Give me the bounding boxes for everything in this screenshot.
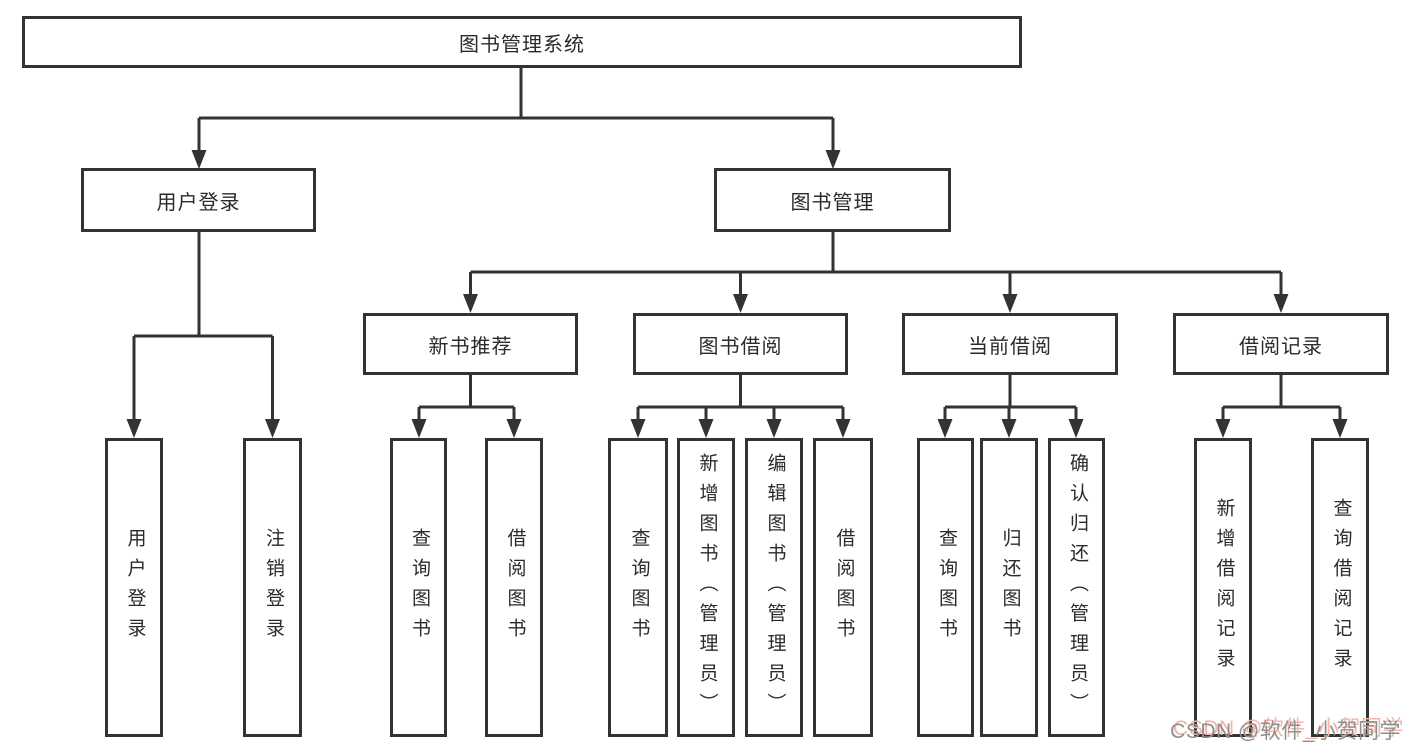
node-label: 新书推荐 [428,335,513,358]
node-leaf-query-book-2: 查询图书 [608,438,668,737]
node-leaf-borrow-book-2: 借阅图书 [813,438,873,737]
node-leaf-borrow-book-1: 借阅图书 [485,438,543,737]
node-book-borrowing: 图书借阅 [633,313,848,375]
node-leaf-return-book: 归还图书 [980,438,1038,737]
node-label: 借阅图书 [504,527,526,648]
node-label: 确认归还（管理员） [1066,452,1088,723]
node-label: 图书管理 [790,191,875,214]
node-leaf-logout: 注销登录 [243,438,302,737]
node-label: 查询图书 [628,527,650,648]
node-label: 新增借阅记录 [1213,497,1235,678]
node-new-book-recommend: 新书推荐 [363,313,578,375]
node-leaf-user-login: 用户登录 [105,438,163,737]
connector-path [132,68,1342,421]
node-label: 编辑图书（管理员） [764,452,786,723]
node-book-management: 图书管理 [714,168,951,232]
arrowheads [126,150,1348,438]
node-label: 用户登录 [124,527,146,648]
node-leaf-edit-book-admin: 编辑图书（管理员） [745,438,803,737]
node-label: 借阅图书 [833,527,855,648]
node-leaf-query-book-1: 查询图书 [390,438,447,737]
node-current-borrowing: 当前借阅 [902,313,1118,375]
node-leaf-query-borrow-record: 查询借阅记录 [1311,438,1369,737]
node-leaf-confirm-return-admin: 确认归还（管理员） [1048,438,1105,737]
watermark: CSDN @软件_小贺同学 [1170,720,1401,743]
node-label: 图书管理系统 [459,33,585,56]
node-leaf-add-borrow-record: 新增借阅记录 [1194,438,1252,737]
node-label: 查询图书 [935,527,957,648]
node-leaf-add-book-admin: 新增图书（管理员） [677,438,735,737]
node-label: 图书借阅 [698,335,783,358]
node-user-login: 用户登录 [81,168,316,232]
node-label: 新增图书（管理员） [696,452,718,723]
node-label: 用户登录 [156,191,241,214]
node-borrowing-records: 借阅记录 [1173,313,1389,375]
node-label: 查询图书 [408,527,430,648]
node-label: 当前借阅 [968,335,1052,358]
node-label: 注销登录 [262,527,284,648]
node-label: 归还图书 [999,527,1021,648]
node-label: 查询借阅记录 [1330,497,1352,678]
node-leaf-query-book-3: 查询图书 [917,438,974,737]
node-label: 借阅记录 [1239,335,1323,358]
node-library-system: 图书管理系统 [22,16,1022,68]
